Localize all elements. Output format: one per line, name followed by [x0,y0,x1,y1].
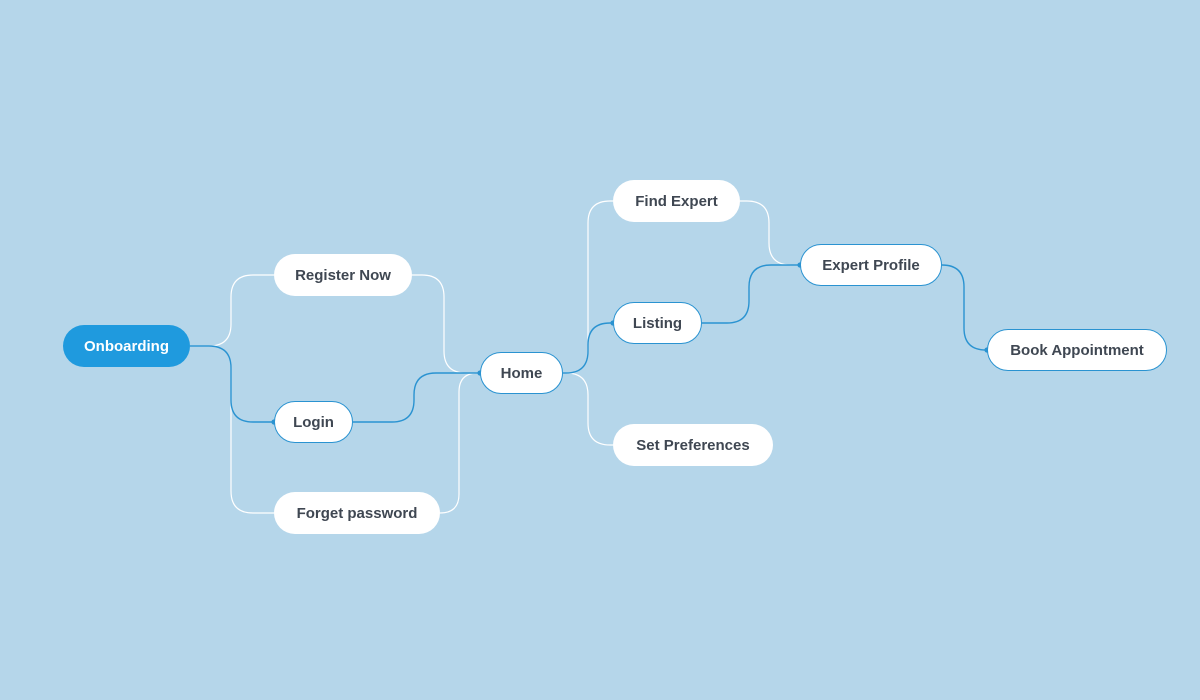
node-onboarding[interactable]: Onboarding [63,325,190,367]
node-book-appointment[interactable]: Book Appointment [987,329,1167,371]
connector-find-expert [740,200,800,266]
connector-listing-expert [702,264,800,324]
connector-onboarding-login [190,345,274,423]
node-register-now[interactable]: Register Now [274,254,412,296]
node-home[interactable]: Home [480,352,563,394]
node-find-expert[interactable]: Find Expert [613,180,740,222]
node-forget-password[interactable]: Forget password [274,492,440,534]
node-listing[interactable]: Listing [613,302,702,344]
connector-onboarding-register [190,274,274,347]
connector-home-listing [563,322,613,374]
connector-expert-book [941,264,987,351]
connector-login-home [353,372,480,423]
node-login[interactable]: Login [274,401,353,443]
node-set-preferences[interactable]: Set Preferences [613,424,773,466]
node-expert-profile[interactable]: Expert Profile [800,244,942,286]
connector-forget-home [439,372,480,514]
connector-home-prefs [563,372,613,446]
connector-onboarding-forget [190,345,274,514]
connector-register-home [412,274,480,374]
